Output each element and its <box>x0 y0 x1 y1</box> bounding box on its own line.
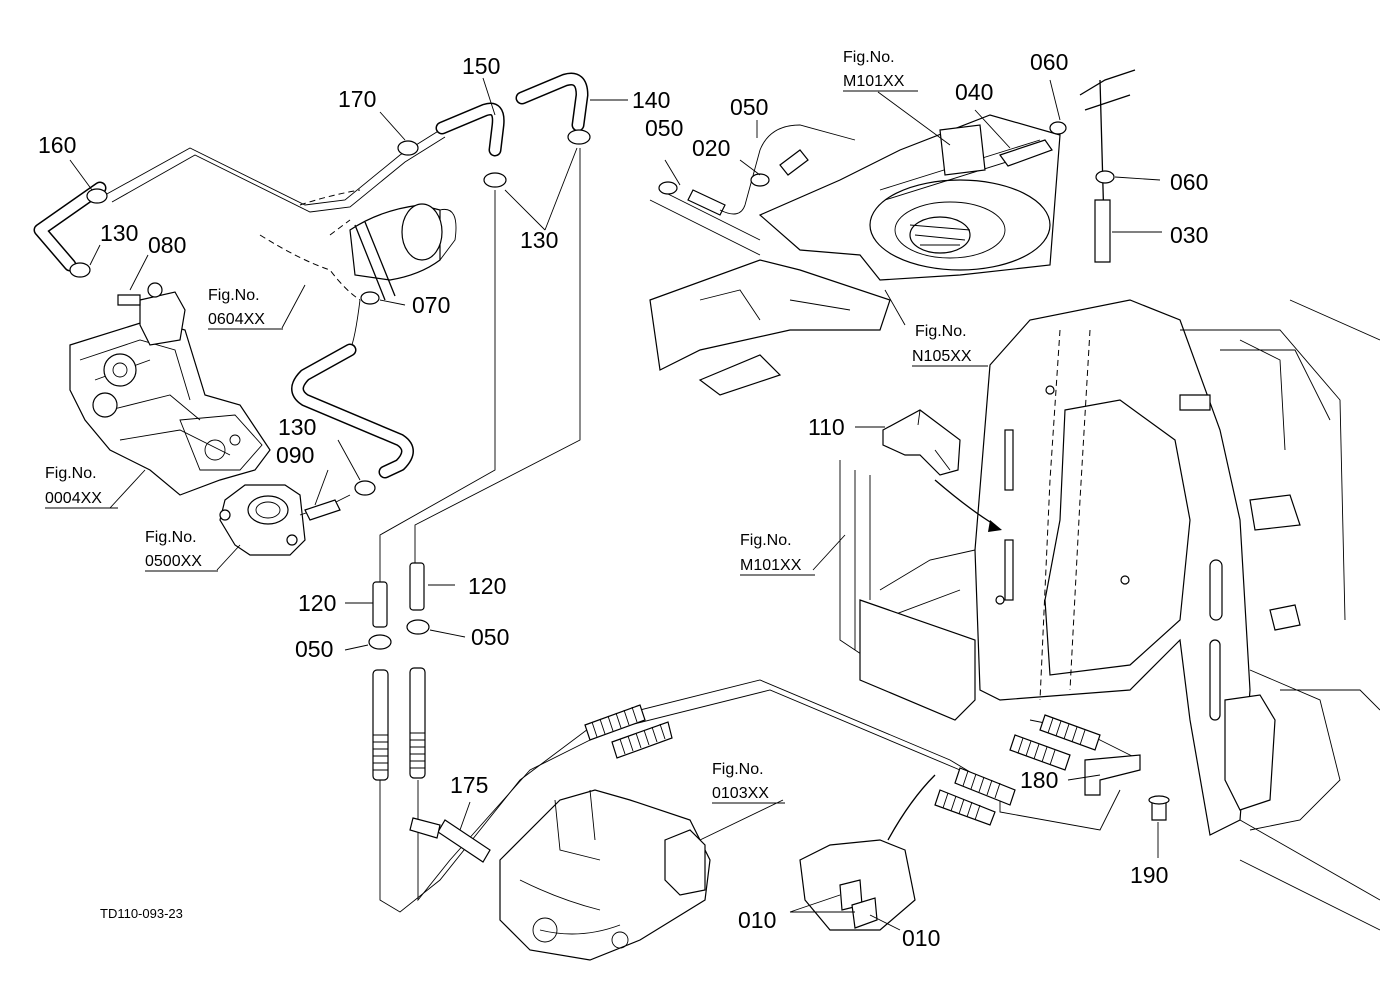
callout-010-a: 010 <box>738 907 776 933</box>
switch-assembly-010 <box>799 774 936 931</box>
callout-120-a: 120 <box>298 590 336 616</box>
upper-left-hose-routing <box>33 72 589 585</box>
fig-ref-m101-top: Fig.No. M101XX <box>843 49 918 92</box>
callout-130-c: 130 <box>278 414 316 440</box>
callout-010-b: 010 <box>902 925 940 951</box>
fig-ref-label: Fig.No. <box>843 49 895 66</box>
fig-ref-code: 0004XX <box>45 490 102 507</box>
fig-ref-label: Fig.No. <box>712 761 764 778</box>
callout-050-b: 050 <box>730 94 768 120</box>
fig-ref-code: 0500XX <box>145 553 202 570</box>
callout-050-c: 050 <box>295 636 333 662</box>
callout-050-a: 050 <box>645 115 683 141</box>
fig-ref-0604: Fig.No. 0604XX <box>208 287 283 330</box>
engine-block <box>69 282 271 496</box>
drawing-code: TD110-093-23 <box>100 906 183 921</box>
fig-ref-code: 0604XX <box>208 311 265 328</box>
callout-020: 020 <box>692 135 730 161</box>
hose-clamps <box>69 129 591 496</box>
fig-ref-0103: Fig.No. 0103XX <box>712 761 785 804</box>
fig-ref-label: Fig.No. <box>740 532 792 549</box>
cab-frame <box>839 299 1380 931</box>
fig-ref-0004: Fig.No. 0004XX <box>45 465 118 509</box>
fig-ref-label: Fig.No. <box>208 287 260 304</box>
callout-170: 170 <box>338 86 376 112</box>
fig-ref-code: 0103XX <box>712 785 769 802</box>
callout-180: 180 <box>1020 767 1058 793</box>
callout-190: 190 <box>1130 862 1168 888</box>
callout-110: 110 <box>808 414 845 440</box>
fig-ref-m101-mid: Fig.No. M101XX <box>740 532 815 576</box>
callout-140: 140 <box>632 87 670 113</box>
callout-070: 070 <box>412 292 450 318</box>
callout-labels: 150 170 140 160 130 080 130 070 130 090 … <box>38 49 1208 951</box>
fan-and-radiator-assembly <box>649 69 1136 396</box>
leader-lines <box>69 77 1162 931</box>
overflow-hoses-right <box>658 121 1115 263</box>
fig-ref-0500: Fig.No. 0500XX <box>145 529 218 572</box>
callout-030: 030 <box>1170 222 1208 248</box>
fig-ref-code: N105XX <box>912 348 972 365</box>
fig-ref-label: Fig.No. <box>45 465 97 482</box>
callout-060-b: 060 <box>1170 169 1208 195</box>
callout-120-b: 120 <box>468 573 506 599</box>
lower-hoses <box>368 562 1170 913</box>
bracket-110 <box>882 409 1002 532</box>
callout-080: 080 <box>148 232 186 258</box>
callout-050-d: 050 <box>471 624 509 650</box>
callout-130-a: 130 <box>100 220 138 246</box>
fig-ref-code: M101XX <box>740 557 802 574</box>
fig-ref-code: M101XX <box>843 73 905 90</box>
callout-060-a: 060 <box>1030 49 1068 75</box>
callout-175: 175 <box>450 772 488 798</box>
fig-ref-n105: Fig.No. N105XX <box>912 323 988 367</box>
fig-ref-label: Fig.No. <box>915 323 967 340</box>
thermostat-housing <box>219 484 306 556</box>
callout-090: 090 <box>276 442 314 468</box>
air-cleaner-intake <box>259 189 457 301</box>
callout-130-b: 130 <box>520 227 558 253</box>
callout-150: 150 <box>462 53 500 79</box>
callout-160: 160 <box>38 132 76 158</box>
callout-040: 040 <box>955 79 993 105</box>
fig-ref-label: Fig.No. <box>145 529 197 546</box>
transmission-housing <box>499 789 711 961</box>
